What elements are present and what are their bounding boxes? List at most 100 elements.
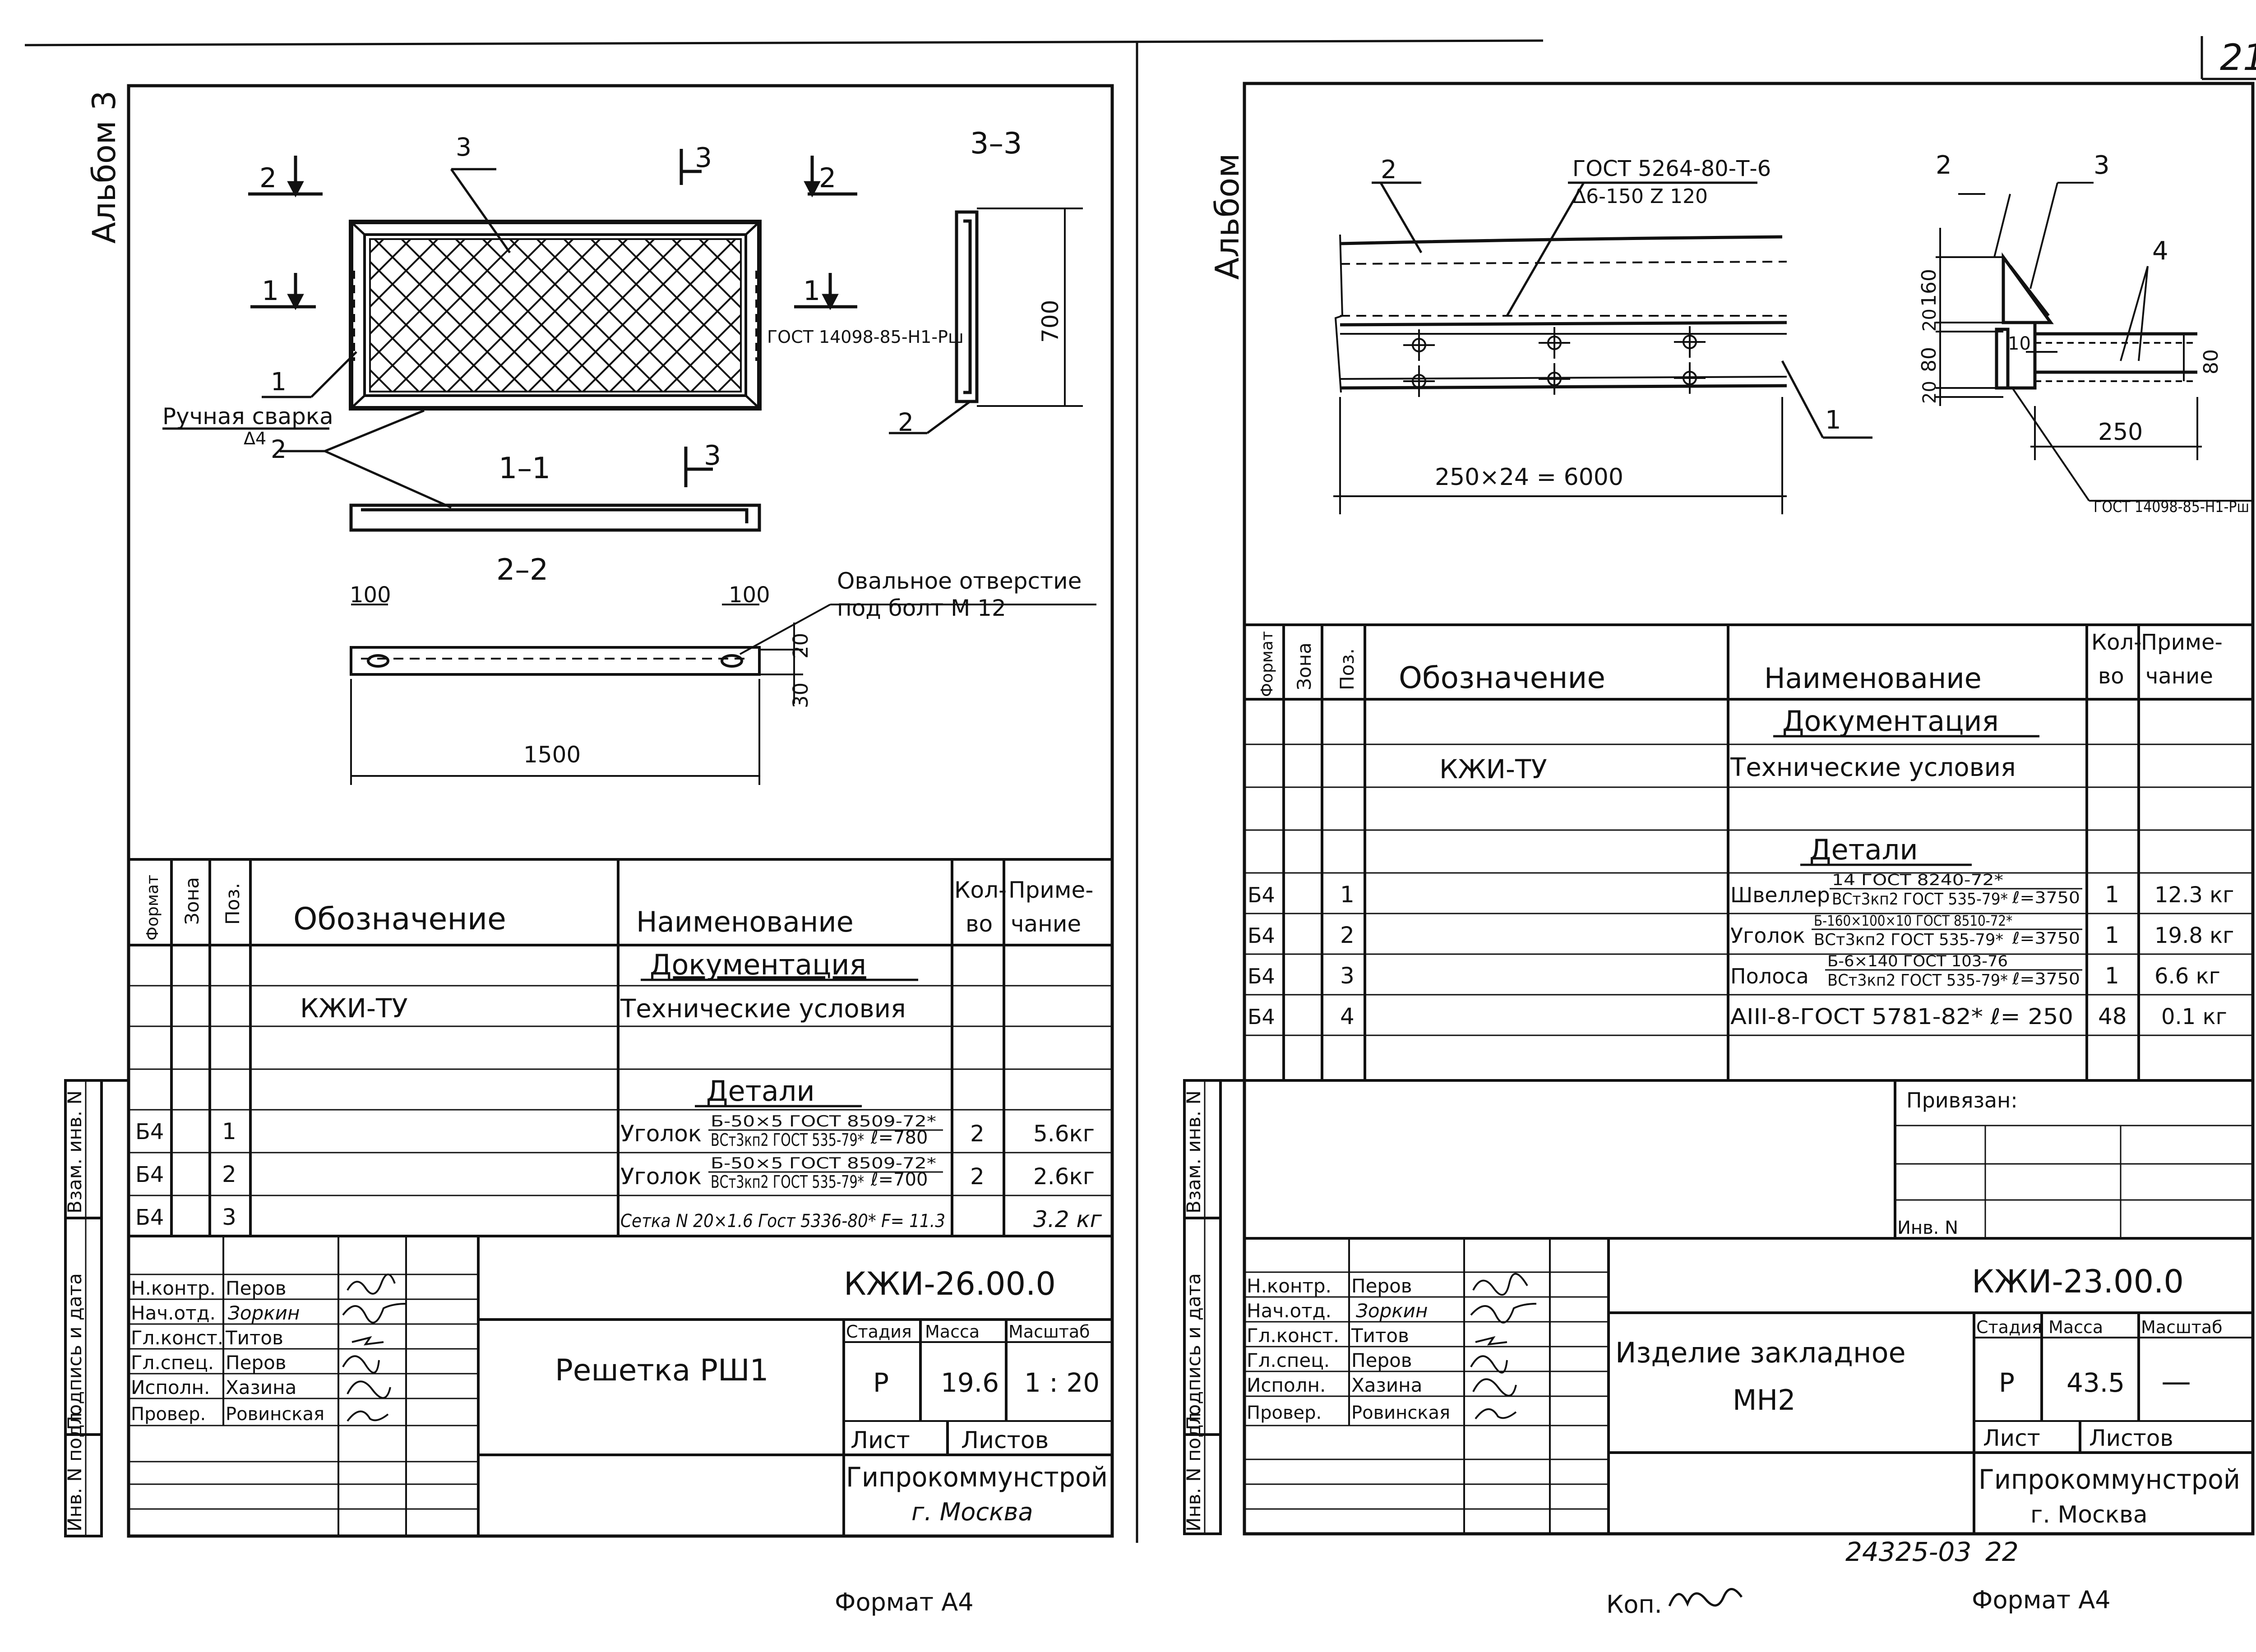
right-row2-format: Б4 xyxy=(1248,923,1275,948)
right-row4-pos: 4 xyxy=(1340,1003,1355,1029)
left-row1-len: ℓ=780 xyxy=(870,1127,928,1148)
right-format: Формат А4 xyxy=(1972,1586,2111,1614)
left-signatures xyxy=(342,1274,407,1422)
right-row1-format: Б4 xyxy=(1248,883,1275,907)
right-doc-code: КЖИ-23.00.0 xyxy=(1972,1263,2184,1300)
weld-note: Ручная сварка xyxy=(162,403,333,429)
right-row3-name: Полоса xyxy=(1730,964,1809,988)
left-doc-code: КЖИ-26.00.0 xyxy=(844,1265,1056,1302)
left-row2-name: Уголок xyxy=(620,1163,702,1190)
right-signatures xyxy=(1470,1273,1537,1420)
right-row2-frac-bottom: ВСт3кп2 ГОСТ 535-79* xyxy=(1814,931,2003,949)
right-side-stamps xyxy=(1183,1079,1244,1535)
left-mass-label: Масса xyxy=(925,1322,980,1342)
plan-leaders xyxy=(162,168,511,509)
oval-note-2: под болт М 12 xyxy=(837,595,1006,621)
left-row2-qty: 2 xyxy=(970,1163,985,1190)
left-hdr-designation: Обозначение xyxy=(293,901,506,937)
copy-label: Коп. xyxy=(1606,1590,1662,1619)
right-role-4: Исполн. xyxy=(1247,1374,1326,1396)
embedded-part-elevation xyxy=(1333,234,1787,514)
plan-pos3: 3 xyxy=(456,133,472,162)
left-hdr-zone: Зона xyxy=(181,877,203,925)
right-row3-pos: 3 xyxy=(1340,963,1355,989)
left-name-1: Зоркин xyxy=(228,1302,300,1324)
left-name-2: Титов xyxy=(225,1327,283,1349)
right-section-docs: Документация xyxy=(1782,705,1999,738)
left-stamp-podpis: Подпись и дата xyxy=(64,1273,86,1430)
right-stage-label: Стадия xyxy=(1976,1317,2042,1337)
plan-pos2: 2 xyxy=(271,435,287,464)
left-row2-frac-top: Б-50×5 ГОСТ 8509-72* xyxy=(711,1154,936,1172)
left-hdr-qty-2: во xyxy=(966,911,993,937)
right-org: Гипрокоммунстрой xyxy=(1979,1464,2240,1495)
right-role-5: Провер. xyxy=(1247,1403,1322,1423)
right-sheets-label: Листов xyxy=(2089,1425,2173,1451)
section-3-3-pos2: 2 xyxy=(898,408,914,437)
right-doc-designation: КЖИ-ТУ xyxy=(1439,754,1547,784)
elev-pos2: 2 xyxy=(1381,155,1397,185)
dim-100-right: 100 xyxy=(729,582,770,608)
right-spec-rows: Б4 1 Швеллер 14 ГОСТ 8240-72* ВСт3кп2 ГО… xyxy=(1248,871,2234,1029)
right-spec-table-grid xyxy=(1244,623,2253,1082)
left-row2-note: 2.6кг xyxy=(1033,1163,1095,1190)
cut-3-top: 3 xyxy=(695,142,712,174)
left-hdr-pos: Поз. xyxy=(222,883,244,925)
right-row2-name: Уголок xyxy=(1730,923,1805,948)
left-row3-pos: 3 xyxy=(222,1204,236,1230)
right-title-block-grid xyxy=(1244,1237,2253,1534)
section-3-3 xyxy=(889,208,1083,434)
right-row1-len: ℓ=3750 xyxy=(2012,889,2080,907)
binding-block xyxy=(1894,1080,2253,1238)
right-row4-format: Б4 xyxy=(1248,1005,1275,1029)
left-city: г. Москва xyxy=(911,1498,1033,1526)
left-role-5: Провер. xyxy=(131,1404,206,1425)
right-row2-frac-top: Б-160×100×10 ГОСТ 8510-72* xyxy=(1814,912,2012,929)
left-row1-name: Уголок xyxy=(620,1121,702,1147)
left-stamp-vzam: Взам. инв. N xyxy=(64,1090,86,1214)
right-name-1: Зоркин xyxy=(1356,1300,1428,1322)
left-row1-pos: 1 xyxy=(222,1118,236,1144)
right-city: г. Москва xyxy=(2030,1501,2148,1528)
left-role-2: Гл.конст. xyxy=(131,1327,223,1349)
right-title-people: Н.контр. Перов Нач.отд. Зоркин Гл.конст.… xyxy=(1247,1275,1450,1423)
elevation-bolts xyxy=(1403,326,1706,397)
grating-plan xyxy=(349,220,762,411)
left-row3-name: Сетка N 20×1.6 Гост 5336-80* F= 11.3 xyxy=(620,1211,945,1232)
left-sheet-label: Лист xyxy=(851,1427,910,1454)
right-row3-note: 6.6 кг xyxy=(2154,964,2220,989)
left-sheet: Альбом 3 3 1 2 Ручная сварка Δ4 xyxy=(64,84,1114,1616)
section-3-3-label: 3–3 xyxy=(970,127,1022,161)
section-2-2-label: 2–2 xyxy=(496,553,548,587)
right-name-3: Перов xyxy=(1351,1349,1412,1371)
sec-gost-3: ГОСТ 14098-85-Н1-Рш xyxy=(2094,498,2249,516)
dim-1500: 1500 xyxy=(523,742,581,768)
right-row1-frac-top: 14 ГОСТ 8240-72* xyxy=(1832,871,2003,889)
section-pos4: 4 xyxy=(2152,236,2168,266)
left-name-3: Перов xyxy=(226,1352,287,1374)
left-album-label: Альбом 3 xyxy=(86,91,123,244)
left-row1-frac-bottom: ВСт3кп2 ГОСТ 535-79* xyxy=(711,1130,864,1150)
weld-symbol: Δ4 xyxy=(244,429,266,448)
oval-note-1: Овальное отверстие xyxy=(837,568,1082,594)
left-name-5: Ровинская xyxy=(226,1404,324,1425)
right-row3-frac-top: Б-6×140 ГОСТ 103-76 xyxy=(1827,952,2008,970)
right-name-2: Титов xyxy=(1351,1324,1409,1347)
elev-gost-1: ГОСТ 5264-80-Т-6 xyxy=(1572,156,1771,181)
right-role-2: Гл.конст. xyxy=(1247,1324,1339,1347)
left-role-1: Нач.отд. xyxy=(131,1302,216,1324)
binding-label: Привязан: xyxy=(1906,1088,2018,1112)
right-row1-pos: 1 xyxy=(1340,881,1355,908)
elev-dim-span: 250×24 = 6000 xyxy=(1435,464,1623,491)
section-1-1 xyxy=(349,503,761,532)
sec-dim-20a: 20 xyxy=(1919,309,1940,332)
right-hdr-format: Формат xyxy=(1258,631,1276,697)
right-row2-note: 19.8 кг xyxy=(2154,923,2234,948)
left-row2-len: ℓ=700 xyxy=(870,1169,928,1190)
sec-dim-250: 250 xyxy=(2098,419,2143,446)
elevation-leaders xyxy=(1372,181,1872,439)
left-title-block-grid xyxy=(129,1235,1112,1536)
left-section-docs: Документация xyxy=(650,948,866,981)
right-row2-len: ℓ=3750 xyxy=(2012,929,2080,948)
